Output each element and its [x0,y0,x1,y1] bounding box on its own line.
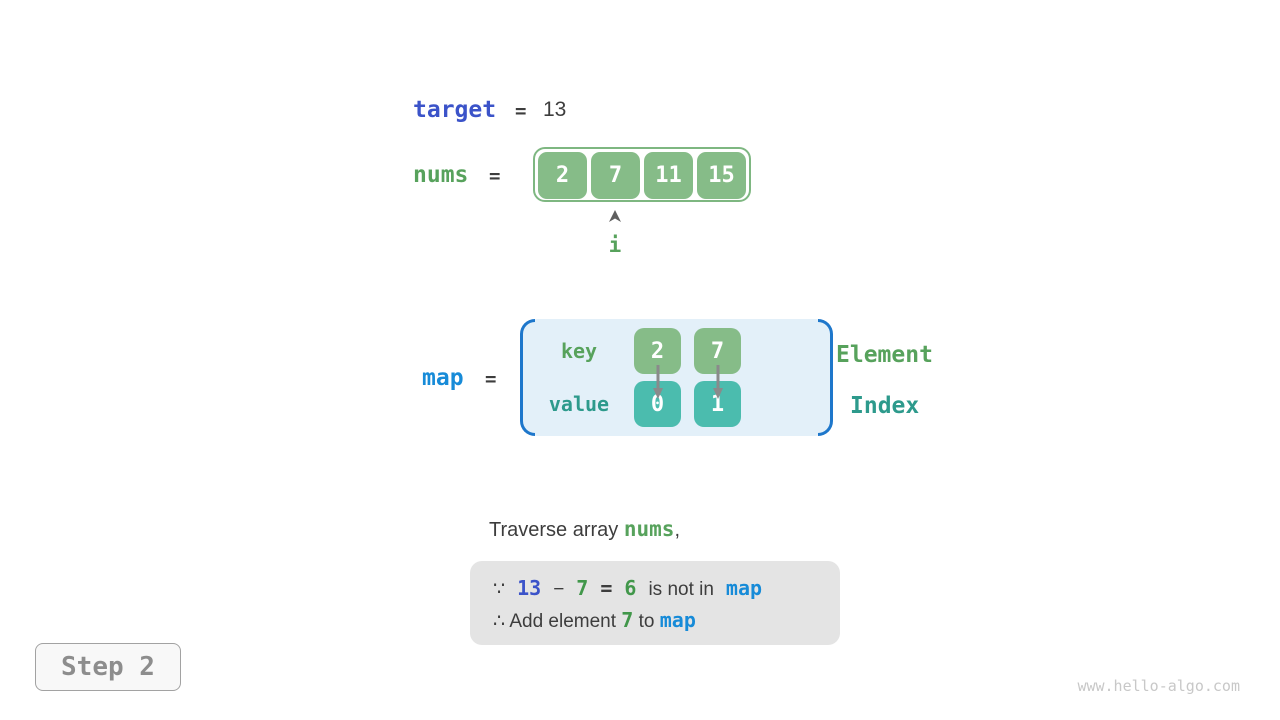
nums-array-cell: 7 [591,152,640,199]
nums-array-cell: 2 [538,152,587,199]
map-value-cell: 0 [634,381,681,427]
note-text: is not in [648,579,714,600]
note-text: Add element [509,611,617,632]
note-equals-sign: = [600,576,613,600]
because-symbol: ∵ [493,579,506,600]
map-left-bracket [520,319,535,436]
subtrahend-value: 7 [576,576,589,600]
map-key-label: key [560,339,598,363]
index-annotation: Index [850,393,920,419]
nums-variable: nums [413,162,469,188]
site-watermark: www.hello-algo.com [1077,677,1240,695]
hash-map-container: key value 2 7 0 1 [520,319,833,436]
caption-text-before: Traverse array [489,519,619,541]
map-ref: map [659,608,696,632]
nums-array-cell: 15 [697,152,746,199]
map-value-cell: 1 [694,381,741,427]
nums-array: 2 7 11 15 [533,147,751,202]
nums-array-cell: 11 [644,152,693,199]
target-variable: target [413,97,497,123]
minuend-value: 13 [517,576,542,600]
nums-equals-sign: = [489,165,501,187]
element-annotation: Element [836,342,933,368]
target-value: 13 [543,98,567,121]
target-equals-sign: = [515,100,527,122]
key-to-value-arrow-icon [653,365,663,399]
map-right-bracket [818,319,833,436]
index-pointer-arrow-icon [609,210,621,222]
caption-nums-ref: nums [623,517,675,541]
therefore-symbol: ∴ [493,611,506,632]
step-badge: Step 2 [35,643,181,691]
added-element-value: 7 [621,608,634,632]
note-text: to [638,611,655,632]
explanation-line-2: ∴ Add element 7 to map [493,605,840,637]
difference-value: 6 [624,576,637,600]
map-equals-sign: = [485,368,497,390]
key-to-value-arrow-icon [713,365,723,399]
explanation-line-1: ∵ 13 − 7 = 6 is not in map [493,573,840,605]
explanation-box: ∵ 13 − 7 = 6 is not in map ∴ Add element… [470,561,840,645]
map-variable: map [422,365,464,391]
caption-line: Traverse array nums, [489,517,680,543]
minus-sign: − [553,579,565,600]
index-pointer-label: i [608,233,622,257]
map-value-label: value [548,392,610,416]
caption-text-after: , [674,519,680,541]
map-ref: map [725,576,763,600]
